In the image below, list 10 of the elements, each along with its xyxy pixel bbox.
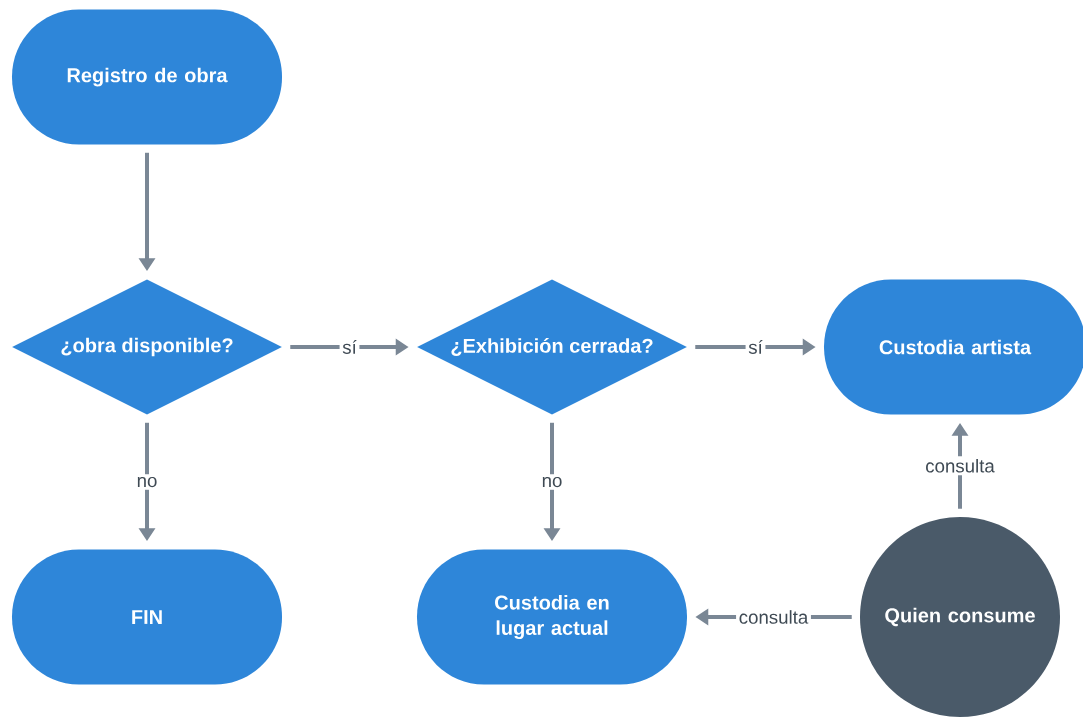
edge-label: sí <box>745 337 766 357</box>
terminal-box: FIN <box>12 549 282 685</box>
terminal-box: Custodia en lugar actual <box>417 549 687 685</box>
edge-label: consulta <box>736 607 811 627</box>
edge-label: consulta <box>922 456 998 476</box>
terminal-box: Registro de obra <box>12 9 282 145</box>
edge-label: sí <box>339 337 360 357</box>
edge-label: no <box>133 474 161 490</box>
edge-label: no <box>538 474 566 490</box>
terminal-box: Custodia artista <box>824 279 1083 415</box>
